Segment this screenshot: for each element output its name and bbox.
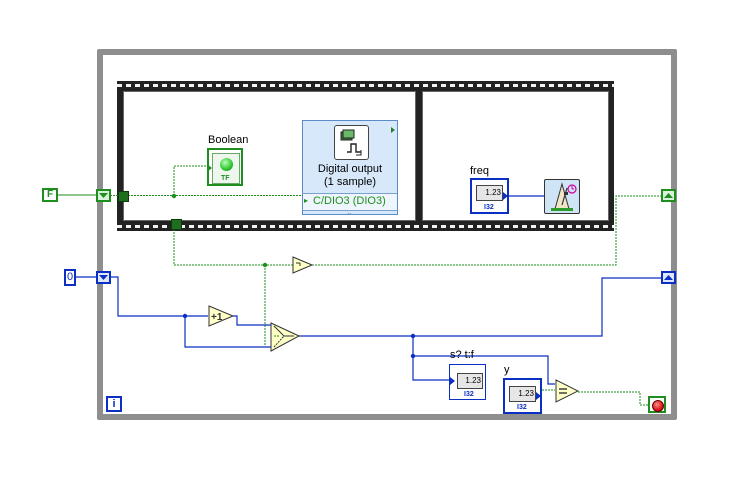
zero-constant-text: 0 <box>66 271 74 283</box>
freq-type-label: I32 <box>484 204 494 211</box>
not-function[interactable] <box>292 256 314 274</box>
freq-control[interactable]: 1.23 I32 <box>470 178 509 214</box>
y-type-label: I32 <box>517 404 527 411</box>
y-control[interactable]: 1.23 I32 <box>503 378 542 414</box>
sqtf-indicator[interactable]: 1.23 I32 <box>449 364 486 400</box>
led-icon <box>220 158 233 171</box>
sqtf-type-label: I32 <box>464 391 474 398</box>
daqmx-title-line2: (1 sample) <box>324 176 376 188</box>
y-label: y <box>504 364 510 376</box>
sqtf-value: 1.23 <box>457 373 483 389</box>
daqmx-title-line1: Digital output <box>317 163 383 175</box>
y-value: 1.23 <box>509 386 536 402</box>
boolean-indicator[interactable]: TF <box>207 148 243 186</box>
equal-function[interactable] <box>555 379 579 403</box>
chevron-down-icon[interactable]: ⌄ <box>346 208 353 217</box>
select-function[interactable] <box>270 322 300 352</box>
daqmx-digital-output-node[interactable]: Digital output (1 sample) ▸ C/DIO3 (DIO3… <box>302 120 398 217</box>
boolean-label: Boolean <box>208 134 249 146</box>
wait-metronome-icon[interactable] <box>544 179 580 214</box>
numeric-shift-register-left[interactable] <box>96 271 111 284</box>
freq-label: freq <box>470 165 489 177</box>
sequence-tunnel-out[interactable] <box>171 219 182 230</box>
increment-function[interactable]: +1 <box>208 305 234 327</box>
bool-shift-register-right[interactable] <box>661 189 676 202</box>
zero-constant[interactable]: 0 <box>64 269 76 286</box>
iteration-terminal-text: i <box>112 398 116 410</box>
while-loop-border[interactable] <box>97 49 677 420</box>
bool-shift-register-left[interactable] <box>96 189 111 202</box>
sqtf-label: s? t:f <box>450 349 474 361</box>
sequence-tunnel-in[interactable] <box>118 191 129 202</box>
loop-condition-stop-icon[interactable] <box>648 396 666 413</box>
daqmx-channel-row[interactable]: ▸ C/DIO3 (DIO3) <box>303 193 397 211</box>
daqmx-channel-label: C/DIO3 (DIO3) <box>313 195 386 207</box>
freq-value: 1.23 <box>476 185 503 201</box>
false-constant[interactable]: F <box>42 188 58 202</box>
svg-text:+1: +1 <box>211 312 223 323</box>
numeric-shift-register-right[interactable] <box>661 271 676 284</box>
boolean-type-label: TF <box>221 175 230 182</box>
iteration-terminal[interactable]: i <box>106 396 122 412</box>
daqmx-icon <box>334 125 369 160</box>
false-constant-text: F <box>46 189 54 200</box>
